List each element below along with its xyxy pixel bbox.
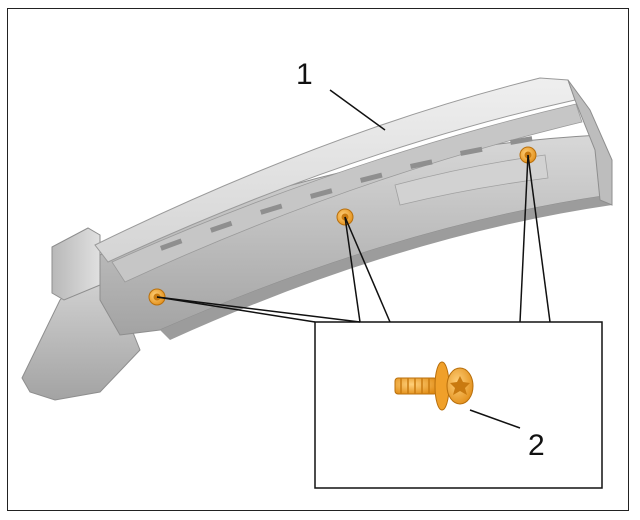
trim-panel: [21, 77, 613, 401]
callout-screw-2: 2: [528, 429, 545, 462]
panel-recess: [394, 154, 549, 206]
callout-part-1: 1: [296, 58, 313, 91]
diagram-frame: [7, 8, 629, 511]
panel-lower-edge: [160, 195, 612, 340]
leader-lines: [156, 89, 551, 429]
panel-right-end: [567, 79, 613, 206]
panel-vent-strip: [111, 103, 583, 283]
detail-inset-box: [314, 321, 603, 489]
panel-vent-slots: [160, 136, 533, 251]
torx-screw-icon: [394, 361, 474, 411]
